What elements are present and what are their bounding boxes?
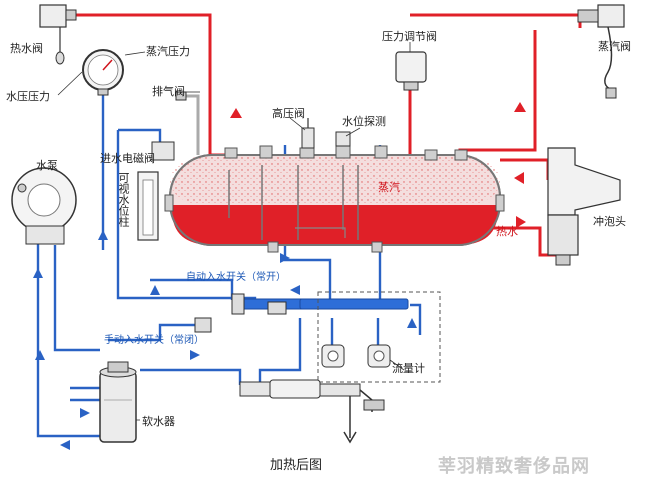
inlet-solenoid-icon: [151, 141, 175, 161]
label-water-pump: 水泵: [36, 159, 58, 172]
steam-arrow: [514, 102, 526, 112]
steam-valve-icon: [577, 4, 625, 99]
water-arrow: [98, 230, 108, 240]
flowmeter-icon: [321, 344, 391, 368]
watermark-text: 莘羽精致奢侈品网: [438, 456, 590, 477]
water-arrow: [280, 253, 290, 263]
water-arrow: [407, 318, 417, 328]
water-arrow: [33, 268, 43, 278]
water-arrow: [80, 408, 90, 418]
flowmeter-group: [317, 291, 441, 383]
steam-arrow: [514, 172, 524, 184]
label-high-pressure-valve: 高压阀: [272, 107, 305, 120]
exhaust-valve-icon: [175, 91, 200, 155]
steam-arrow: [516, 216, 526, 228]
label-water-level-probe: 水位探测: [342, 115, 386, 128]
diagram-caption: 加热后图: [270, 458, 323, 473]
label-hot-water: 热水: [496, 225, 518, 238]
water-lines: [36, 92, 422, 438]
leader-lines: [57, 42, 411, 421]
sight-gauge-icon: [137, 171, 159, 241]
water-level-probe-icon: [335, 131, 351, 147]
label-manual-inlet-switch: 手动入水开关（常闭）: [104, 335, 204, 346]
label-inlet-solenoid: 进水电磁阀: [100, 152, 155, 165]
label-hot-water-valve: 热水阀: [10, 42, 43, 55]
pressure-regulator-icon: [395, 51, 427, 91]
label-frother-head: 冲泡头: [593, 215, 626, 228]
label-steam-pressure: 蒸汽压力: [146, 45, 190, 58]
water-pump-icon: [11, 167, 77, 245]
inlet-manifold: [231, 298, 409, 310]
label-steam: 蒸汽: [378, 181, 400, 194]
water-arrow: [190, 350, 200, 360]
label-water-pressure: 水压压力: [6, 90, 50, 103]
hot-water-valve-icon: [39, 4, 77, 65]
water-arrow: [35, 350, 45, 360]
label-water-softener: 软水器: [142, 415, 175, 428]
fittings: [164, 143, 505, 253]
auto-inlet-switch-icon: [231, 293, 287, 315]
label-sight-gauge: 可视水位柱: [117, 172, 130, 227]
frother-head-icon: [547, 147, 621, 266]
water-arrow: [60, 440, 70, 450]
boiler: [169, 154, 501, 246]
water-softener-icon: [99, 361, 137, 443]
label-auto-inlet-switch: 自动入水开关（常开）: [186, 272, 286, 283]
high-pressure-valve-icon: [301, 118, 315, 149]
water-arrow: [150, 285, 160, 295]
label-exhaust-valve: 排气阀: [152, 85, 185, 98]
pressure-gauge-icon: [82, 49, 124, 96]
label-steam-valve: 蒸汽阀: [598, 40, 631, 53]
steam-arrow: [230, 108, 242, 118]
check-valve-assembly-icon: [239, 379, 385, 444]
label-pressure-regulator: 压力调节阀: [382, 30, 437, 43]
water-arrow: [290, 285, 300, 295]
steam-arrows: [230, 102, 526, 228]
label-flowmeter: 流量计: [392, 362, 425, 375]
manual-inlet-switch-icon: [194, 317, 212, 333]
